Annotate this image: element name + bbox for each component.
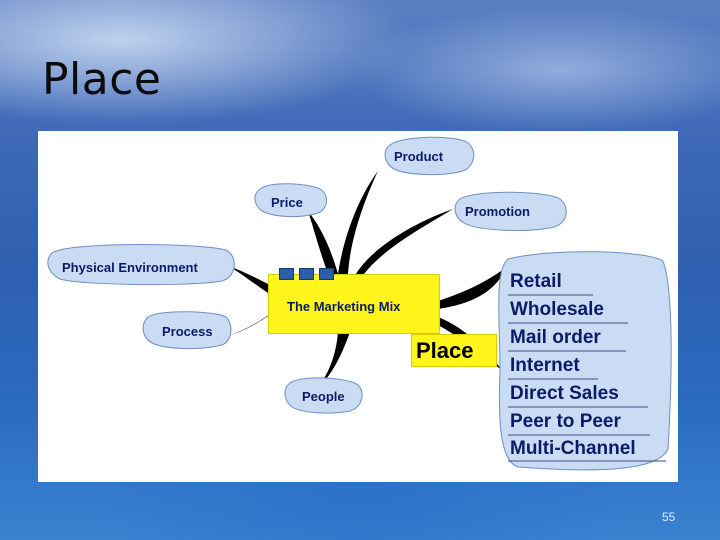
- product-bubble: [384, 136, 475, 176]
- place-label: Place: [416, 338, 474, 363]
- decor-square-icon: [279, 268, 294, 280]
- promotion-label: Promotion: [465, 204, 530, 219]
- channel-item: Direct Sales: [510, 383, 619, 404]
- people-label: People: [302, 389, 345, 404]
- people-bubble: [284, 377, 363, 414]
- channel-item: Retail: [510, 271, 562, 292]
- channel-item: Peer to Peer: [510, 411, 621, 432]
- physical-environment-bubble: [47, 244, 235, 286]
- channel-item: Wholesale: [510, 299, 604, 320]
- price-label: Price: [271, 195, 303, 210]
- channel-underlines: [508, 294, 666, 462]
- channel-item: Internet: [510, 355, 580, 376]
- place-node: Place: [411, 334, 497, 367]
- channel-item: Multi-Channel: [510, 438, 636, 459]
- slide-number: 55: [662, 510, 676, 524]
- place-channels-bubble: [498, 251, 672, 471]
- process-bubble: [142, 311, 232, 350]
- promotion-bubble: [454, 191, 567, 231]
- decor-square-icon: [299, 268, 314, 280]
- marketing-mix-center: The Marketing Mix: [268, 268, 440, 334]
- product-label: Product: [394, 149, 444, 164]
- price-bubble: [254, 183, 327, 218]
- marketing-mix-label: The Marketing Mix: [287, 299, 401, 314]
- channel-item: Mail order: [510, 327, 601, 348]
- mind-map-panel: Product Price Promotion Physical Environ…: [38, 131, 678, 482]
- slide-title: Place: [42, 54, 162, 105]
- decor-square-icon: [319, 268, 334, 280]
- physical-environment-label: Physical Environment: [62, 260, 198, 275]
- process-label: Process: [162, 324, 213, 339]
